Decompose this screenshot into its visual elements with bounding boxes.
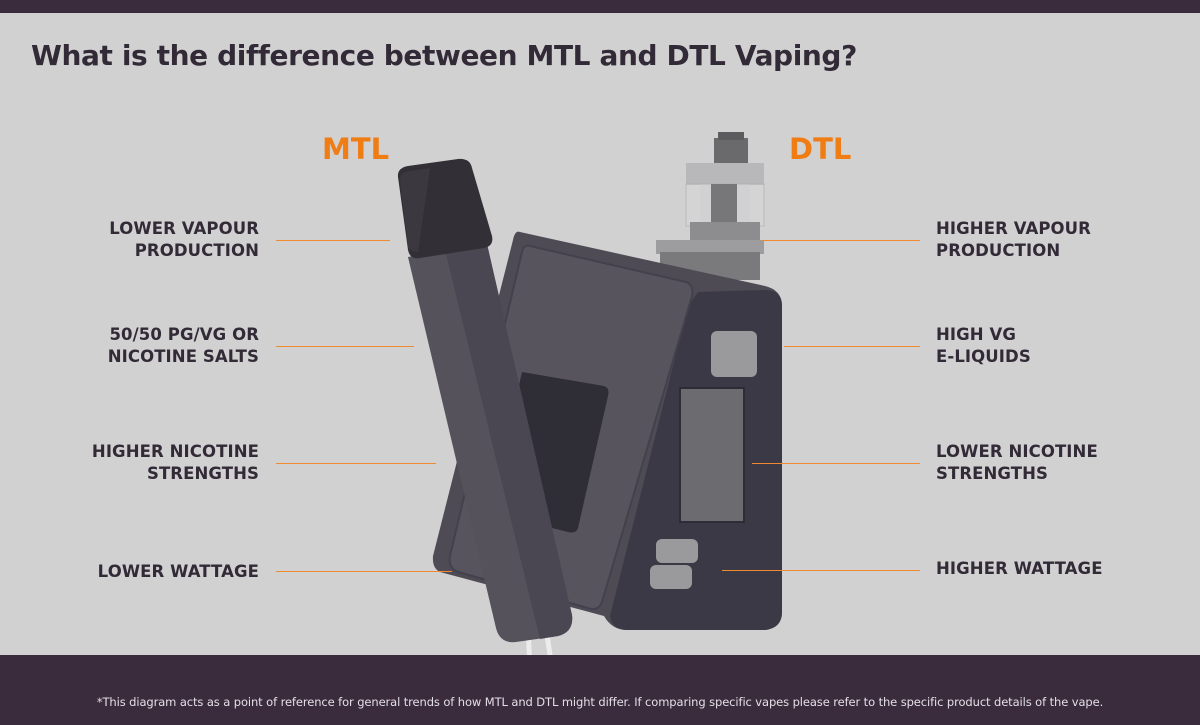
mtl-nicotine-label: HIGHER NICOTINE STRENGTHS: [91, 442, 259, 483]
pod-vape-icon: [397, 158, 573, 669]
mtl-vapour-connector-line: [276, 240, 390, 242]
mtl-eliquid-label: 50/50 PG/VG OR NICOTINE SALTS: [107, 325, 259, 366]
mtl-heading: MTL: [322, 132, 390, 166]
mtl-wattage-label: LOWER WATTAGE: [97, 562, 259, 581]
page-title: What is the difference between MTL and D…: [31, 39, 857, 72]
dtl-eliquid-label: HIGH VG E-LIQUIDS: [936, 325, 1031, 366]
top-bar: [0, 0, 1200, 13]
dtl-eliquid-connector-line: [784, 346, 920, 348]
mtl-eliquid-connector-line: [276, 346, 414, 348]
footer-bar: [0, 655, 1200, 725]
dtl-vapour-production-label: HIGHER VAPOUR PRODUCTION: [936, 219, 1091, 260]
dtl-nicotine-label: LOWER NICOTINE STRENGTHS: [936, 442, 1098, 483]
mtl-nicotine-connector-line: [276, 463, 436, 465]
dtl-nicotine-connector-line: [752, 463, 920, 465]
footnote: *This diagram acts as a point of referen…: [96, 694, 1104, 709]
dtl-wattage-connector-line: [722, 570, 920, 572]
dtl-wattage-label: HIGHER WATTAGE: [936, 559, 1103, 578]
dtl-heading: DTL: [789, 132, 852, 166]
dtl-vapour-connector-line: [762, 240, 920, 242]
mtl-vapour-production-label: LOWER VAPOUR PRODUCTION: [109, 219, 259, 260]
mtl-wattage-connector-line: [276, 571, 452, 573]
